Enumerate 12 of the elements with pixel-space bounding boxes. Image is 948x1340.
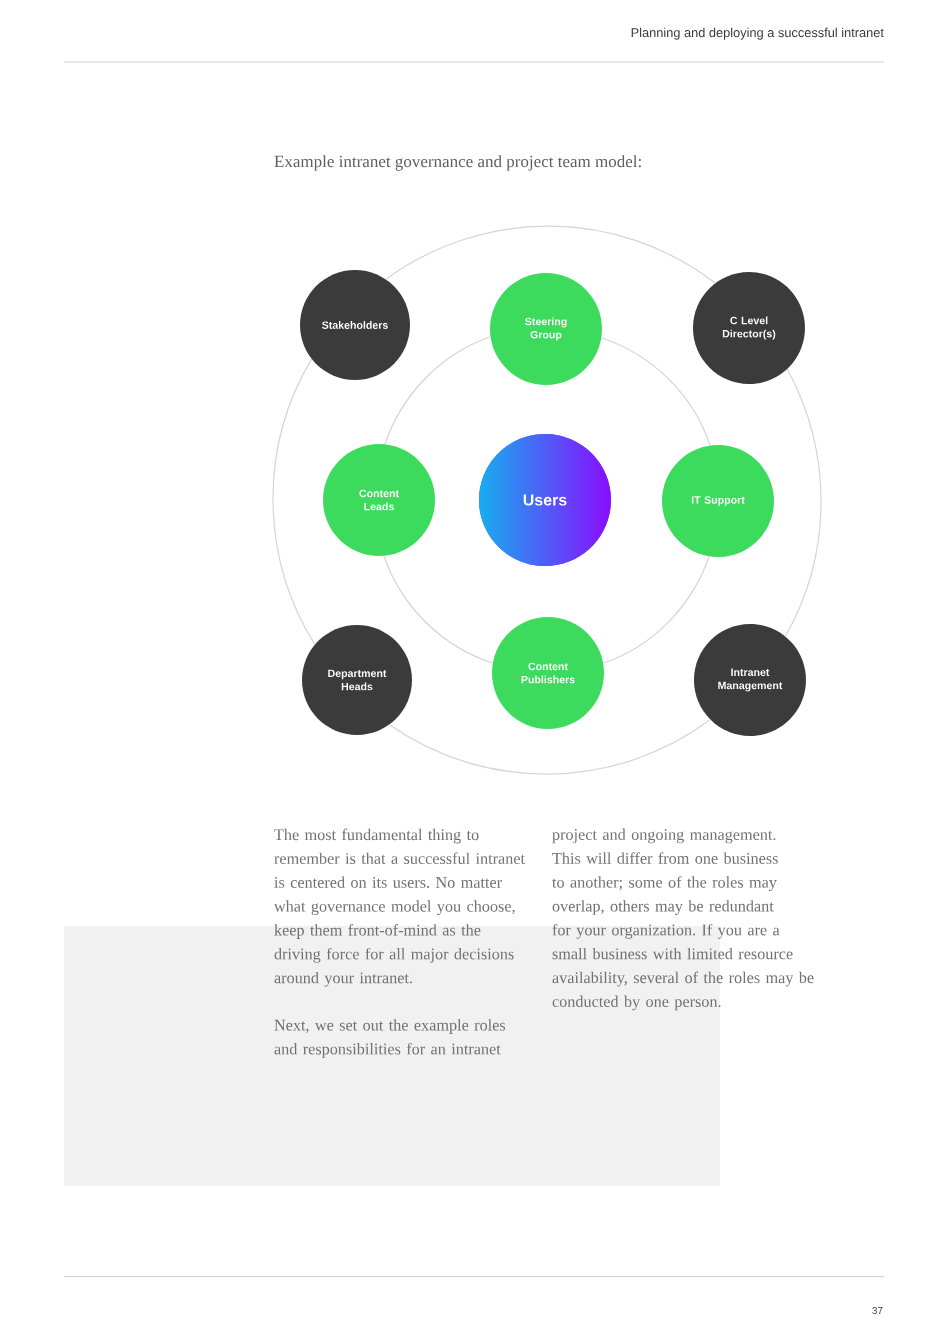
- orbit-arc: [784, 368, 822, 638]
- body-paragraph: project and ongoing management. This will differ from one business to another; some of the roles may overlap, others may be redundant for your organization. If you are a small business with limited resource availability, several of the roles may be conducted by one person.: [552, 828, 814, 1011]
- orbit-arc: [602, 555, 710, 664]
- orbit-arc: [385, 225, 716, 284]
- orbit-arc: [383, 555, 494, 664]
- figure-title: Example intranet governance and project team model:: [274, 155, 641, 171]
- orbit-arc: [600, 337, 711, 447]
- body-paragraph: The most fundamental thing to remember is that a successful intranet is centered on its users. No matter what governance model you choose, keep them front-of-mind as the driving force for all major decisions around your intranet.: [274, 828, 525, 987]
- orbit-arc: [384, 336, 492, 445]
- orbit-arc: [388, 719, 711, 775]
- body-paragraph: Next, we set out the example roles and responsibilities for an intranet: [274, 1019, 506, 1058]
- orbit-arc: [272, 358, 316, 646]
